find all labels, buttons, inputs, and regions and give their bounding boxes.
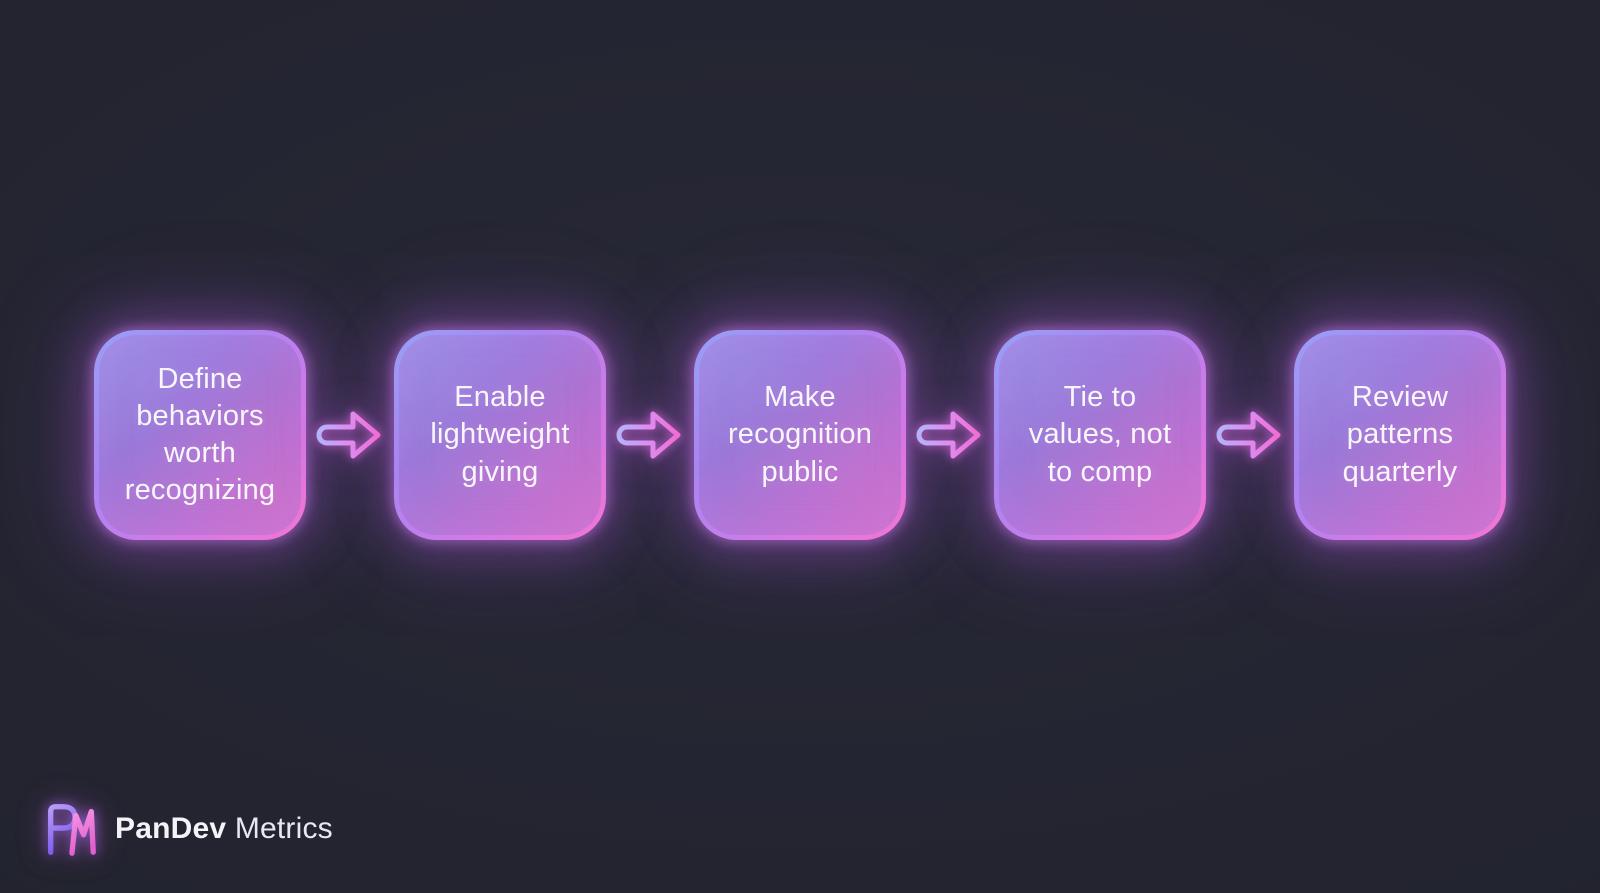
- pandev-pm-monogram-icon: [48, 804, 96, 856]
- step-label: Enable lightweight giving: [430, 381, 570, 488]
- process-flow: Define behaviors worth recognizing Enabl…: [0, 330, 1600, 540]
- arrow-right-icon: [1216, 411, 1281, 459]
- step-label: Define behaviors worth recognizing: [124, 362, 276, 507]
- flow-connector: [606, 407, 694, 463]
- brand-name-bold: PanDev: [115, 812, 227, 845]
- flow-connector: [306, 407, 394, 463]
- arrow-right-icon: [916, 411, 981, 459]
- flow-connector: [1206, 407, 1294, 463]
- brand-name: PanDev Metrics: [115, 812, 333, 846]
- step-label: Tie to values, not to comp: [1028, 381, 1172, 488]
- step-box-1: Define behaviors worth recognizing: [94, 330, 306, 540]
- step-box-4: Tie to values, not to comp: [994, 330, 1206, 540]
- step-label: Review patterns quarterly: [1342, 381, 1458, 488]
- arrow-right-icon: [316, 411, 381, 459]
- step-box-2: Enable lightweight giving: [394, 330, 606, 540]
- arrow-right-icon: [616, 411, 681, 459]
- step-box-3: Make recognition public: [694, 330, 906, 540]
- step-box-5: Review patterns quarterly: [1294, 330, 1506, 540]
- flow-connector: [906, 407, 994, 463]
- brand-name-regular: Metrics: [234, 812, 333, 845]
- step-label: Make recognition public: [727, 381, 873, 488]
- brand-footer: PanDev Metrics: [42, 796, 333, 862]
